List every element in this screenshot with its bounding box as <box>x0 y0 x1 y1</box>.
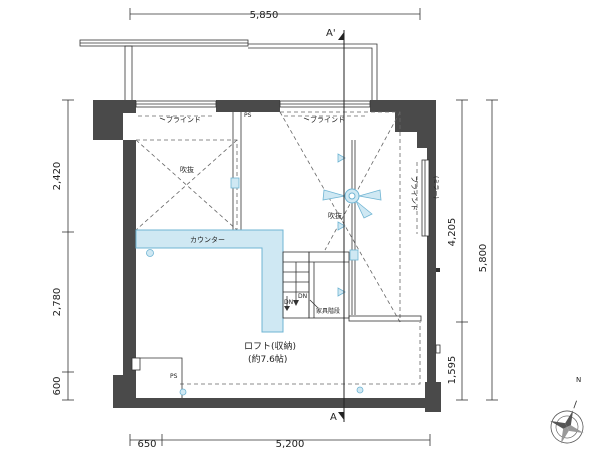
blinds: ブラインド PS ブラインド <box>138 112 368 124</box>
balcony <box>79 39 378 103</box>
ps-bottom: PS <box>131 357 364 398</box>
dim-right-total: 5,800 <box>478 244 489 273</box>
section-mark-bottom: A <box>330 412 337 423</box>
loft-title: ロフト(収納) <box>244 340 296 352</box>
void-right-label: 吹抜 <box>328 211 342 220</box>
dn-label-1: DN <box>298 293 307 300</box>
compass-rose-icon <box>550 400 584 444</box>
void-left: 吹抜 <box>135 112 242 231</box>
dim-right-lower: 1,595 <box>447 356 458 385</box>
ps-top-label: PS <box>244 112 252 119</box>
counter-label: カウンター <box>190 235 225 244</box>
dim-left-upper: 2,420 <box>52 162 63 191</box>
dn-label-2: DN <box>284 299 293 306</box>
dim-top-total: 5,850 <box>250 10 279 21</box>
dim-right-upper: 4,205 <box>447 218 458 247</box>
void-right: 吹抜 <box>279 111 401 323</box>
void-left-label: 吹抜 <box>180 165 194 174</box>
stairs: DN DN 家具階段 <box>282 251 422 322</box>
dimension-lines: 5,850 650 5,200 2,420 2,780 600 4,205 1,… <box>52 8 498 450</box>
dim-left-lower: 600 <box>52 376 63 395</box>
loft-area: ロフト(収納) (約7.6帖) <box>180 322 421 385</box>
ceiling-fan-icon <box>322 188 382 219</box>
blind-side-label: ブラインド <box>410 176 419 211</box>
top-windows <box>135 100 371 108</box>
blind-left-label: ブラインド <box>166 115 201 124</box>
counter: カウンター <box>135 229 284 333</box>
blind-side-alt-label: (ミラー) <box>432 176 439 199</box>
dim-bottom-right: 5,200 <box>276 439 305 450</box>
right-side-marks <box>435 268 441 354</box>
blind-right-label: ブラインド <box>310 115 345 124</box>
dim-left-middle: 2,780 <box>52 288 63 317</box>
compass-north-label: N <box>576 376 581 384</box>
ps-bottom-label: PS <box>170 373 178 380</box>
walls <box>93 100 441 412</box>
dim-bottom-left: 650 <box>137 439 156 450</box>
section-mark-top: A' <box>326 28 336 39</box>
side-window: ブラインド (ミラー) <box>410 159 439 237</box>
furniture-stairs-label: 家具階段 <box>316 307 340 315</box>
section-line: A' A <box>326 28 345 423</box>
fixtures <box>322 153 382 297</box>
loft-size: (約7.6帖) <box>248 353 287 365</box>
